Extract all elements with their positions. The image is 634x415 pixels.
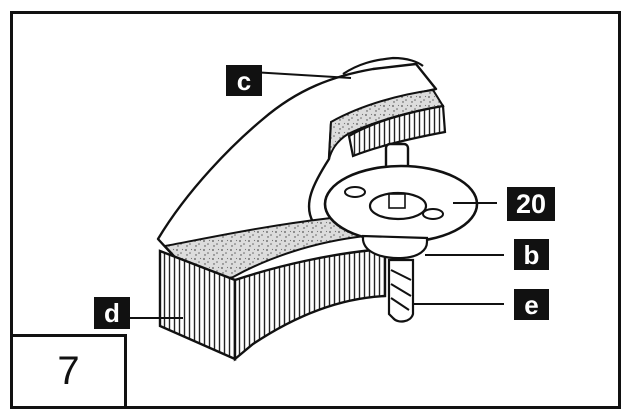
step-number: 7	[57, 349, 80, 393]
step-number-box: 7	[13, 334, 127, 406]
label-c: c	[226, 65, 262, 96]
base-plate-hole-right	[422, 208, 444, 220]
guide-collar	[361, 234, 429, 260]
leader-c	[250, 71, 352, 79]
label-b: b	[514, 239, 549, 270]
label-e: e	[514, 289, 549, 320]
workpiece-upper-grain	[347, 104, 447, 158]
workpiece-side-grain	[233, 248, 387, 362]
base-plate-hole-left	[344, 186, 366, 198]
label-20: 20	[507, 187, 555, 221]
hand-outline	[342, 56, 424, 75]
label-d: d	[94, 297, 130, 329]
router-spindle-inner	[388, 193, 406, 209]
routing-illustration	[119, 56, 504, 362]
figure-frame: c 20 b e d 7	[10, 11, 621, 409]
router-bit-flute	[390, 269, 412, 311]
